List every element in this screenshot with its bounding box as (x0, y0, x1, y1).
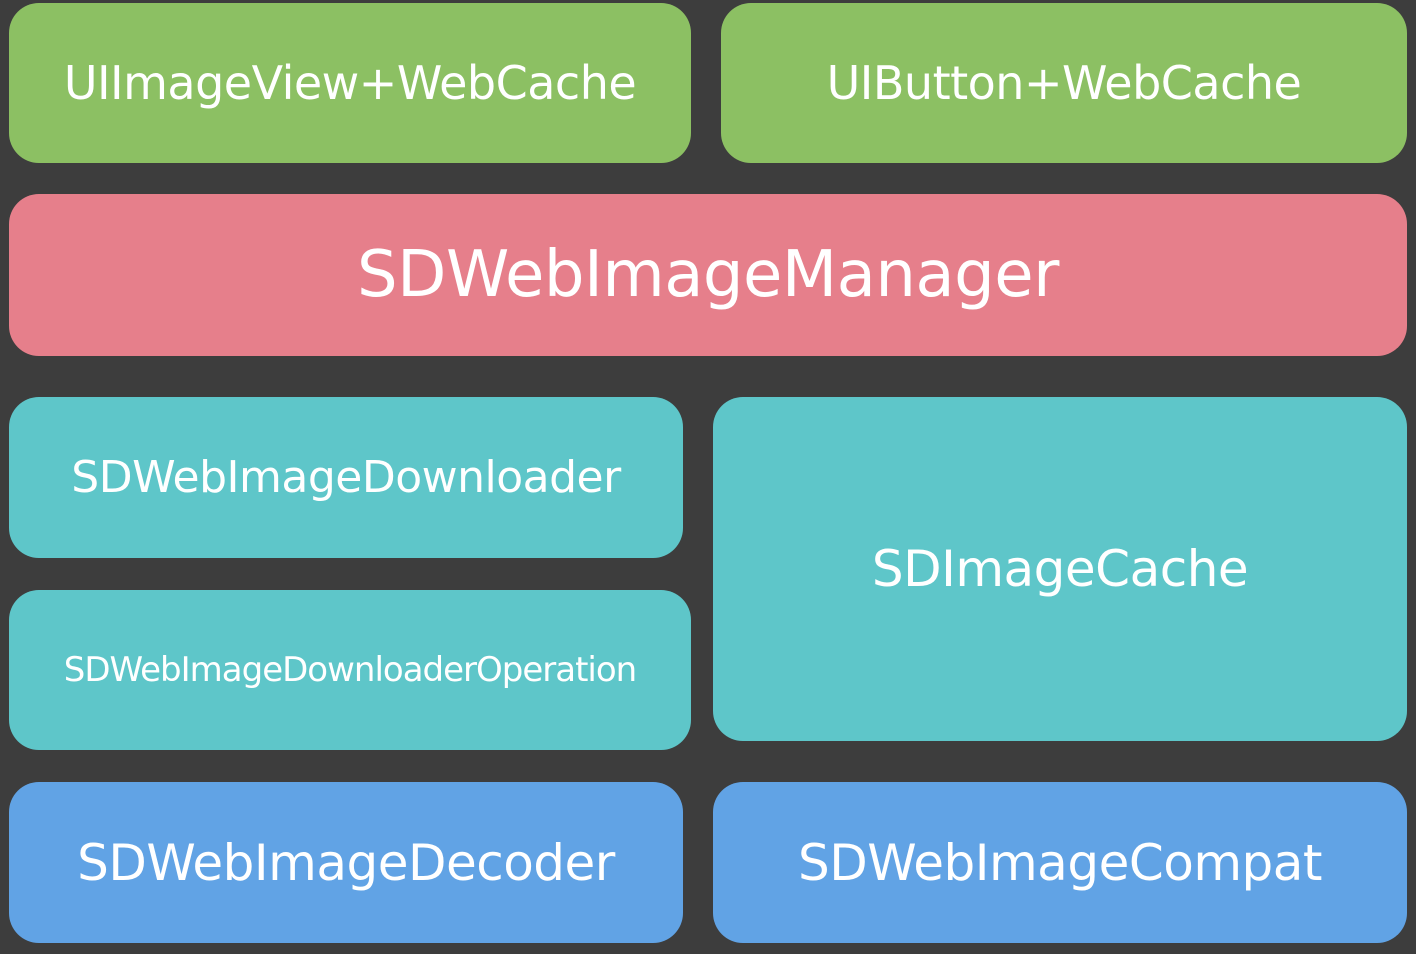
sdwebimage-compat-label: SDWebImageCompat (797, 833, 1323, 892)
sdwebimage-downloader-label: SDWebImageDownloader (71, 452, 621, 503)
sdwebimage-downloader-operation-label: SDWebImageDownloaderOperation (63, 650, 637, 690)
sdwebimage-downloader-block: SDWebImageDownloader (9, 397, 683, 558)
uibutton-webcache-block: UIButton+WebCache (721, 3, 1407, 163)
uibutton-webcache-label: UIButton+WebCache (826, 56, 1302, 110)
uiimageview-webcache-label: UIImageView+WebCache (63, 56, 637, 110)
uiimageview-webcache-block: UIImageView+WebCache (9, 3, 691, 163)
sdwebimage-decoder-label: SDWebImageDecoder (77, 833, 615, 892)
sdwebimage-decoder-block: SDWebImageDecoder (9, 782, 683, 943)
sdwebimage-downloader-operation-block: SDWebImageDownloaderOperation (9, 590, 691, 750)
sdimage-cache-block: SDImageCache (713, 397, 1407, 741)
sdwebimage-manager-label: SDWebImageManager (357, 238, 1059, 312)
sdwebimage-manager-block: SDWebImageManager (9, 194, 1407, 356)
sdimage-cache-label: SDImageCache (871, 540, 1249, 598)
sdwebimage-compat-block: SDWebImageCompat (713, 782, 1407, 943)
